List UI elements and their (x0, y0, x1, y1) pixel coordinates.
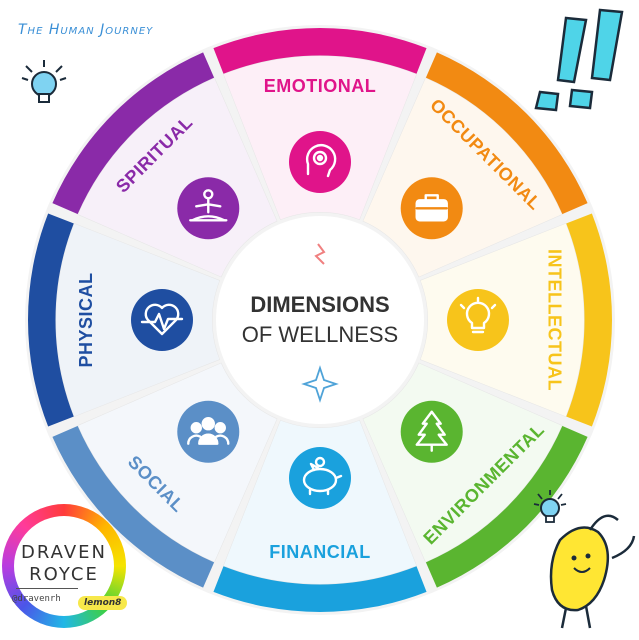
segment-band (52, 52, 215, 215)
sparkle-doodle-icon (301, 365, 339, 403)
lightbulb-icon (459, 296, 497, 334)
piggy-bank-icon (302, 456, 343, 496)
lemon-mascot-icon (549, 514, 636, 629)
icon-disc (289, 447, 351, 509)
segment-financial: FINANCIAL (213, 419, 427, 612)
brand-name-line2: ROYCE (29, 564, 99, 585)
segment-label: INTELLECTUAL (544, 249, 564, 391)
brand-divider (16, 588, 78, 589)
brain-head-icon (305, 143, 337, 178)
people-group-icon (187, 417, 230, 445)
segment-spiritual: SPIRITUAL (52, 52, 278, 278)
center-disc (216, 216, 424, 424)
icon-disc (400, 400, 463, 463)
segment-band (425, 425, 588, 588)
segment-label: EMOTIONAL (264, 76, 377, 96)
briefcase-icon (415, 194, 448, 222)
center-subtitle: OF WELLNESS (242, 322, 398, 347)
meditation-icon (189, 189, 228, 222)
brand-name-line1: DRAVEN (21, 542, 107, 563)
segment-band (213, 565, 427, 612)
brand-handle: @dravenrh (12, 594, 61, 604)
brand-tag: lemon8 (78, 596, 128, 610)
segment-band (425, 52, 588, 215)
exclamation-doodle-icon (534, 8, 624, 112)
segment-occupational: OCCUPATIONAL (362, 52, 588, 278)
segment-band (52, 425, 215, 588)
tree-icon (415, 410, 448, 452)
segment-label: FINANCIAL (269, 542, 371, 562)
segment-band (565, 213, 612, 427)
icon-disc (447, 289, 509, 351)
segment-environmental: ENVIRONMENTAL (362, 362, 588, 588)
segment-emotional: EMOTIONAL (213, 27, 427, 221)
center-title: DIMENSIONS (250, 292, 389, 317)
brand-badge: DRAVEN ROYCE @dravenrh lemon8 (2, 504, 128, 628)
segment-band (213, 27, 427, 75)
heartbeat-icon (140, 303, 184, 336)
segment-social: SOCIAL (52, 362, 278, 588)
header-title: The Human Journey (18, 22, 154, 38)
segment-band (27, 213, 75, 427)
icon-disc (177, 400, 240, 463)
segment-label: PHYSICAL (76, 272, 96, 367)
lightbulb-doodle-icon (21, 60, 67, 103)
lightning-doodle-icon (314, 243, 326, 265)
segment-intellectual: INTELLECTUAL (419, 213, 612, 427)
lightbulb-doodle-icon (533, 490, 567, 523)
icon-disc (289, 131, 351, 193)
segment-physical: PHYSICAL (27, 213, 221, 427)
